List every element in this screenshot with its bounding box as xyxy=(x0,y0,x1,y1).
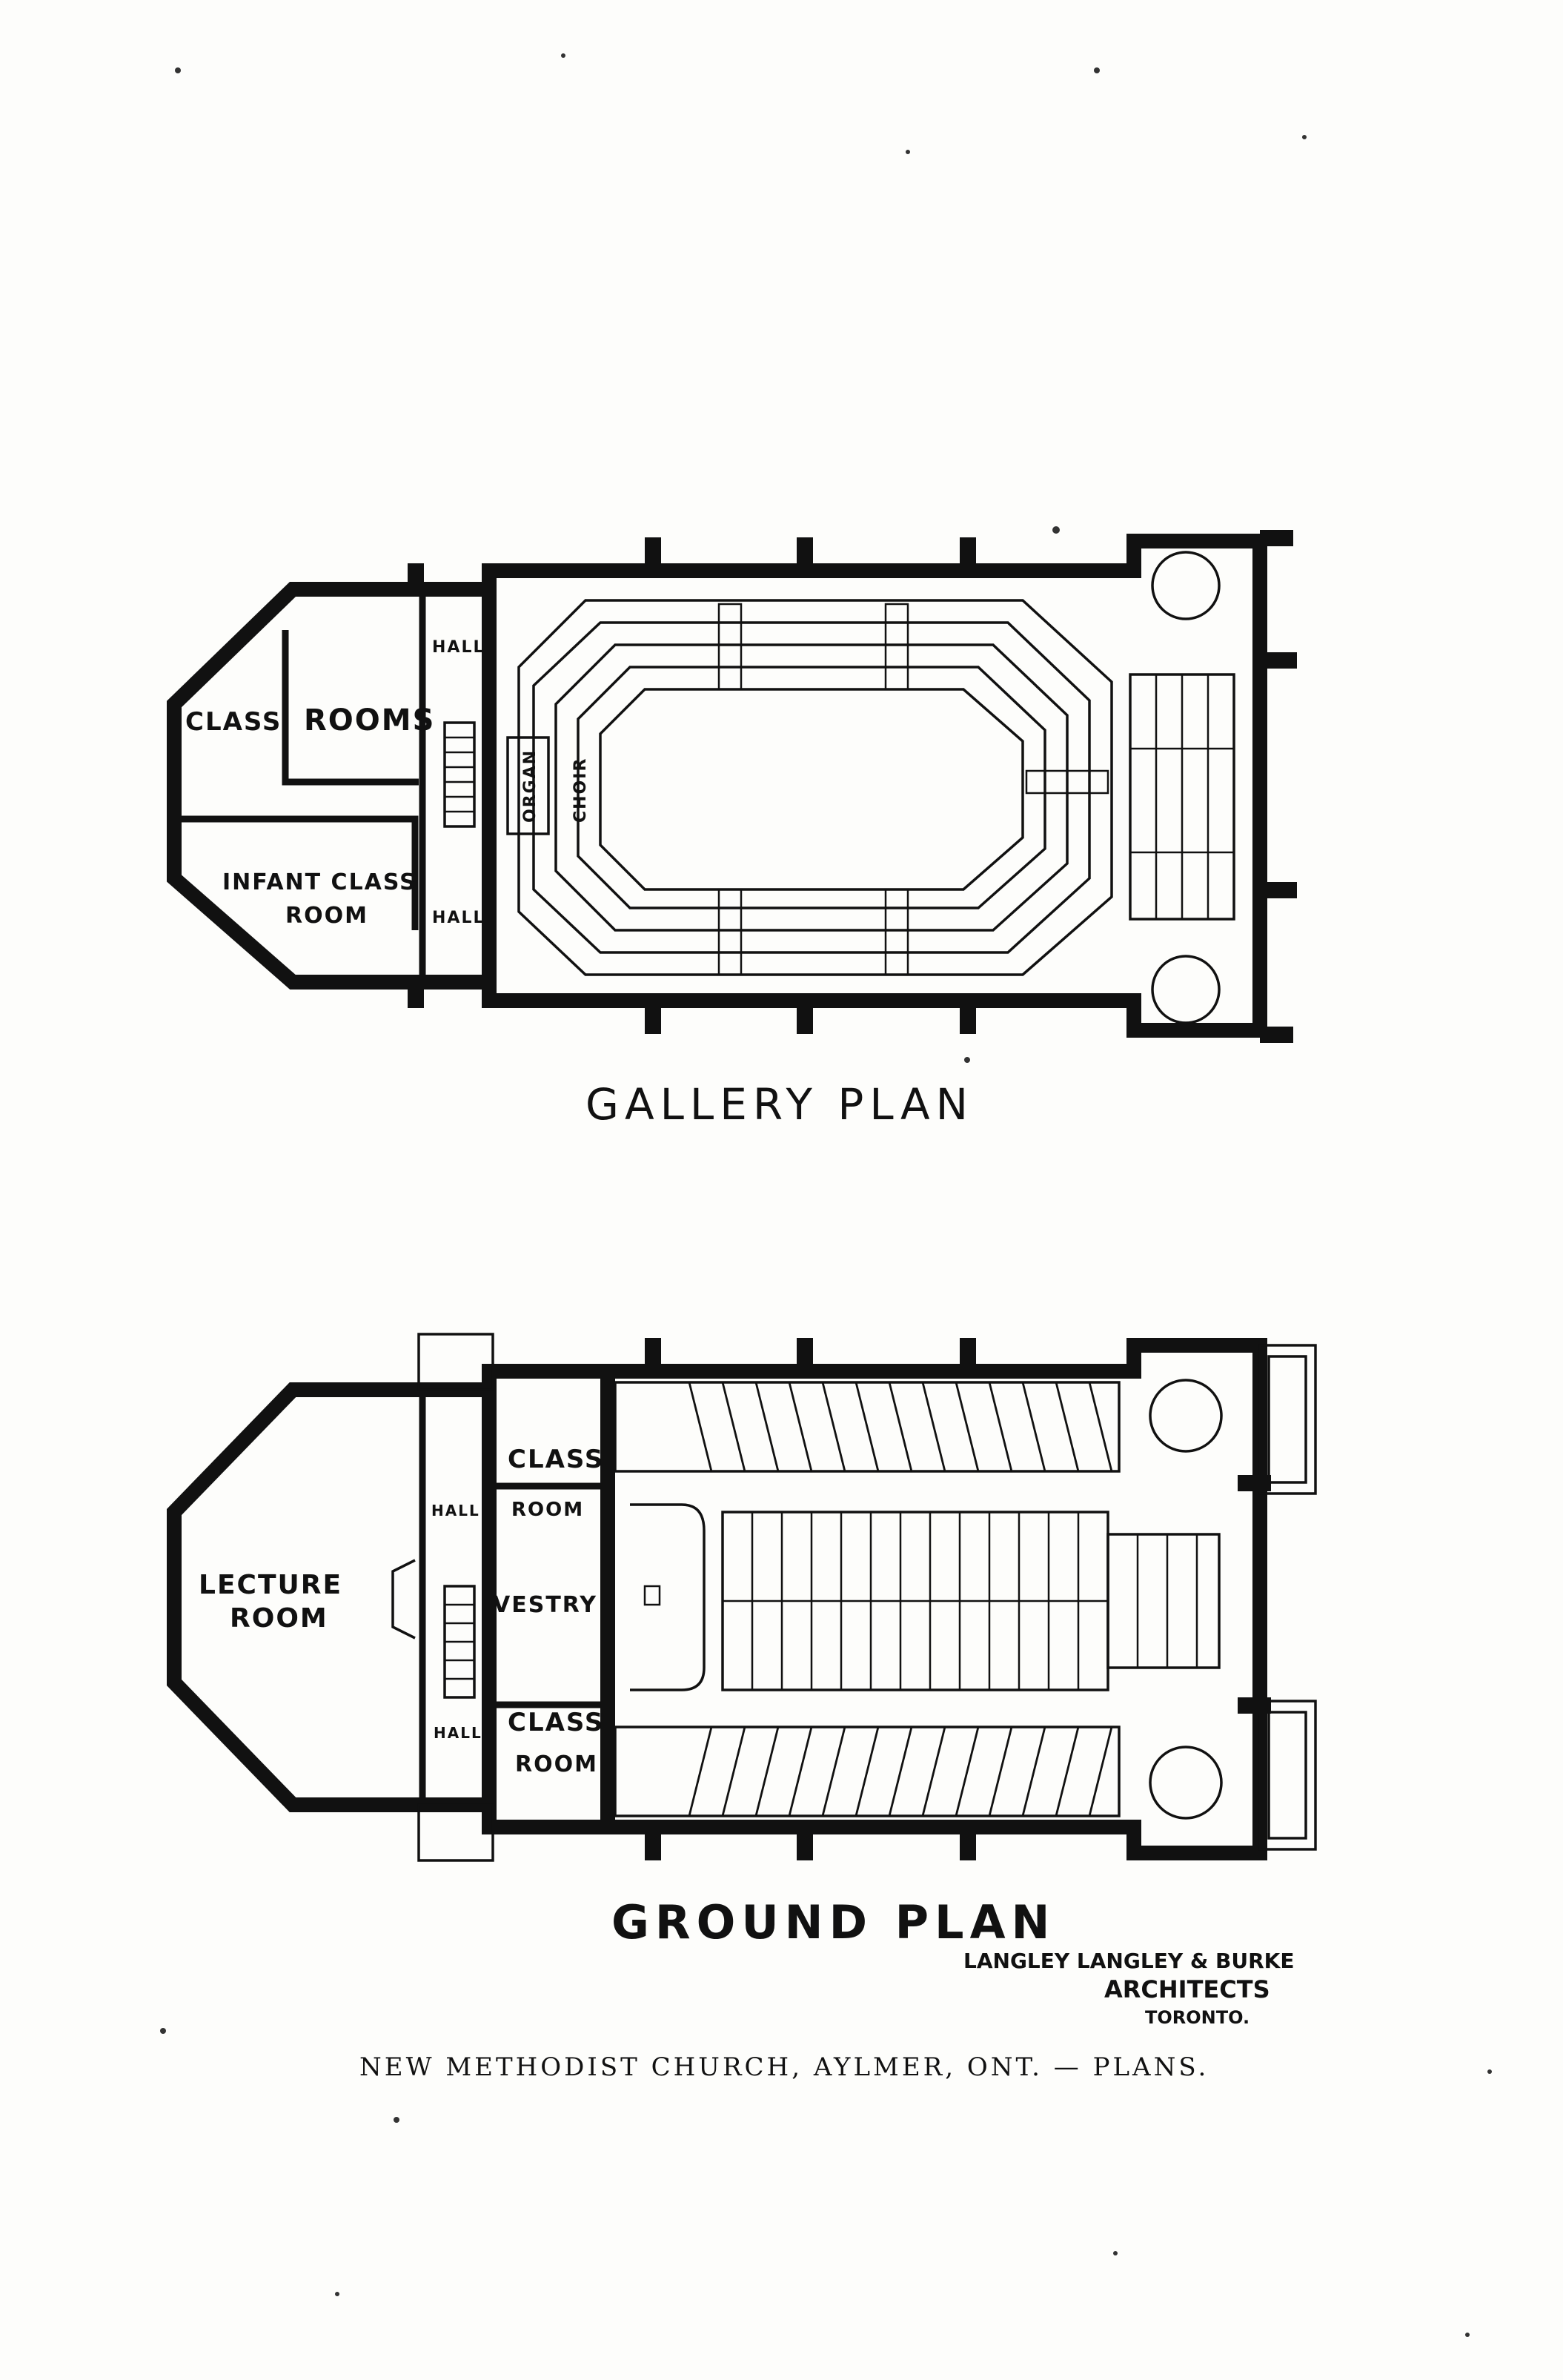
gallery-label-room: ROOM xyxy=(285,903,368,929)
gallery-label-choir: CHOIR xyxy=(571,758,590,823)
ground-label-hall-bottom: HALL xyxy=(434,1724,482,1742)
rear-steps-top xyxy=(417,1333,494,1391)
ground-side-pews-top xyxy=(614,1381,1121,1473)
architect-credit-line2: ARCHITECTS xyxy=(1104,1975,1270,2003)
gallery-buttresses xyxy=(408,530,1297,1043)
scan-specks xyxy=(160,53,1492,2337)
pulpit-desk xyxy=(643,1585,661,1606)
gallery-main-walls xyxy=(482,534,1267,1038)
ground-hall-stair xyxy=(443,1585,476,1699)
architect-credit-line1: LANGLEY LANGLEY & BURKE xyxy=(963,1949,1294,1973)
ground-label-room-top: ROOM xyxy=(511,1499,584,1521)
ground-label-class-bottom: CLASS xyxy=(508,1708,604,1737)
ground-center-pews xyxy=(721,1511,1221,1691)
gallery-label-class: CLASS xyxy=(185,707,282,737)
ground-plan xyxy=(167,1333,1317,1862)
ground-rear-walls xyxy=(167,1382,489,1812)
ground-label-room-bottom: ROOM xyxy=(515,1751,598,1777)
gallery-rear-walls xyxy=(167,582,489,990)
ground-buttresses xyxy=(645,1338,1271,1860)
ground-plan-title: GROUND PLAN xyxy=(611,1895,1055,1949)
gallery-front-stairs xyxy=(1129,673,1235,921)
ground-side-pews-bottom xyxy=(614,1726,1121,1817)
ground-front-steps xyxy=(1258,1344,1317,1851)
gallery-label-organ: ORGAN xyxy=(521,749,540,823)
pulpit-rail xyxy=(630,1503,706,1691)
ground-tower-stair-top xyxy=(1149,1379,1223,1453)
gallery-tower-stair-bottom xyxy=(1151,955,1221,1024)
ground-main-walls xyxy=(482,1338,1267,1860)
ground-label-vestry: VESTRY xyxy=(493,1592,597,1618)
gallery-hall-stair xyxy=(443,721,476,828)
gallery-plan xyxy=(167,530,1297,1043)
architect-credit-line3: TORONTO. xyxy=(1145,2007,1250,2028)
ground-label-lecture: LECTURE xyxy=(199,1570,342,1600)
ground-label-lecture-room: ROOM xyxy=(230,1603,328,1634)
organ-box xyxy=(506,736,550,835)
gallery-tower-stair-top xyxy=(1151,551,1221,620)
gallery-infant-partition xyxy=(178,815,419,930)
ground-label-hall-top: HALL xyxy=(431,1502,480,1519)
gallery-rings xyxy=(517,599,1113,976)
gallery-plan-title: GALLERY PLAN xyxy=(585,1079,974,1130)
lecture-bay xyxy=(391,1559,416,1640)
page-caption: NEW METHODIST CHURCH, AYLMER, ONT. — PLA… xyxy=(359,2052,1209,2082)
rear-steps-bottom xyxy=(417,1803,494,1862)
gallery-label-hall-bottom: HALL xyxy=(432,909,485,927)
ground-tower-stair-bottom xyxy=(1149,1746,1223,1820)
gallery-label-rooms: ROOMS xyxy=(304,703,435,737)
gallery-classrooms-partition xyxy=(282,630,419,786)
gallery-label-hall-top: HALL xyxy=(432,638,485,657)
ground-label-class-top: CLASS xyxy=(508,1445,604,1474)
gallery-label-infant-class: INFANT CLASS xyxy=(222,869,417,895)
